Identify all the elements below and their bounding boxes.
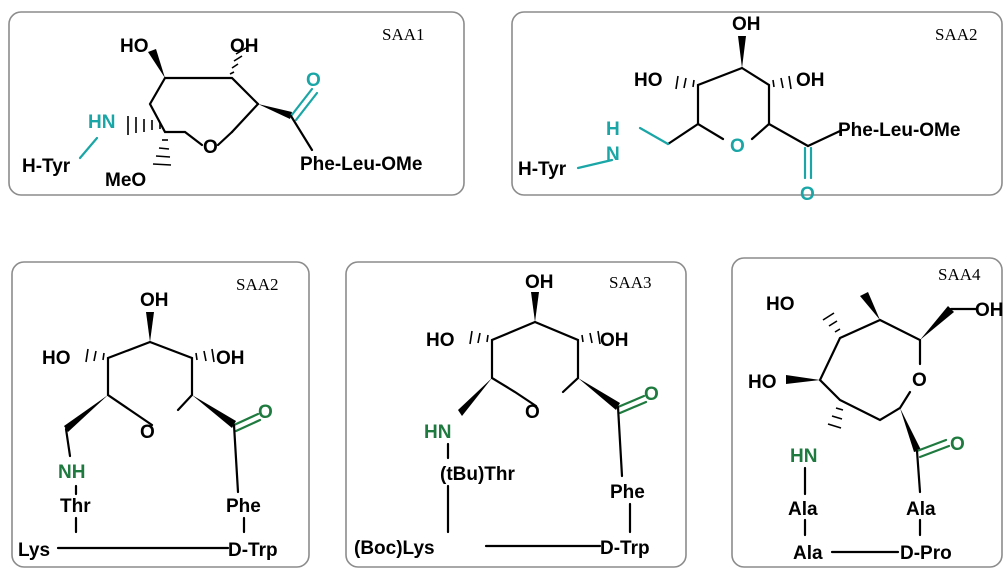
- residue-label: D-Pro: [900, 543, 952, 564]
- peptide-chain-label: Phe-Leu-OMe: [300, 154, 422, 175]
- ring-oxygen-label: O: [525, 402, 540, 423]
- hashed-bond: [675, 75, 695, 90]
- residue-label: Phe: [610, 482, 645, 503]
- hydroxyl-label: OH: [732, 14, 761, 35]
- hydroxyl-label: HO: [748, 372, 777, 393]
- carbonyl-oxygen-label: O: [800, 184, 815, 205]
- pyranose-ring: [696, 66, 771, 141]
- wedge-bond: [920, 306, 954, 340]
- amine-label: HN: [790, 446, 817, 467]
- residue-label: Ala: [788, 499, 818, 520]
- panel-frame: [8, 11, 465, 196]
- ring-oxygen-label: O: [203, 137, 218, 158]
- carbonyl-oxygen-label: O: [306, 70, 321, 91]
- panel-tag: SAA2: [236, 275, 279, 294]
- wedge-bond: [64, 395, 108, 432]
- methoxy-label: MeO: [105, 170, 146, 191]
- hydroxyl-label: HO: [120, 36, 149, 57]
- wedge-bond: [578, 378, 620, 410]
- panel-saa2-top: SAA2 OH HO OH H N H-Tyr O Phe-Leu-OMe O: [511, 11, 1003, 205]
- hashed-bond: [469, 330, 489, 345]
- wedge-bond: [148, 49, 165, 78]
- hydroxyl-label: OH: [600, 330, 629, 351]
- wedge-bond: [258, 104, 292, 119]
- amine-label: NH: [58, 462, 85, 483]
- hashed-bond: [195, 348, 215, 363]
- residue-label: Thr: [60, 496, 91, 517]
- residue-label: H-Tyr: [518, 159, 567, 180]
- panel-tag: SAA2: [935, 25, 978, 44]
- hydroxyl-label: HO: [766, 294, 795, 315]
- panel-saa2-bottom: SAA2 OH HO OH O O NH Thr Phe Lys D-Trp: [11, 261, 310, 568]
- carbonyl-oxygen-label: O: [950, 434, 965, 455]
- wedge-bond: [786, 375, 820, 384]
- panel-saa1: SAA1 HO: [8, 11, 465, 196]
- panel-frame: [511, 11, 1003, 196]
- wedge-bond: [738, 36, 746, 68]
- residue-label: H-Tyr: [22, 156, 71, 177]
- hashed-bond: [822, 312, 841, 333]
- hashed-bond: [85, 348, 105, 363]
- carbonyl-oxygen-label: O: [258, 402, 273, 423]
- hydroxyl-label: OH: [525, 272, 554, 293]
- panel-saa4: SAA4 HO OH HO O HN O Ala Ala Ala D-Pro: [731, 257, 1004, 568]
- residue-label: D-Trp: [228, 540, 278, 561]
- hydrogen-label: H: [606, 119, 620, 140]
- peptide-chain-label: Phe-Leu-OMe: [838, 120, 960, 141]
- ring-oxygen-label: O: [730, 136, 745, 157]
- panel-frame: [345, 261, 687, 568]
- residue-label: Ala: [793, 543, 823, 564]
- ring-oxygen-label: O: [140, 422, 155, 443]
- residue-label: Ala: [906, 499, 936, 520]
- panel-tag: SAA3: [609, 273, 652, 292]
- residue-label: D-Trp: [600, 538, 650, 559]
- wedge-bond: [192, 395, 236, 428]
- hydroxyl-label: OH: [216, 348, 245, 369]
- residue-label: (tBu)Thr: [440, 464, 516, 485]
- hashed-bond: [827, 407, 844, 429]
- amine-label: HN: [424, 422, 451, 443]
- amine-label: N: [606, 144, 620, 165]
- panel-saa3: SAA3 OH HO OH O O HN (tBu)Thr Phe (Boc)L…: [345, 261, 687, 568]
- hydroxyl-label: HO: [634, 70, 663, 91]
- wedge-bond: [146, 312, 154, 342]
- hashed-bond: [127, 116, 161, 135]
- residue-label: Lys: [18, 540, 50, 561]
- ring-oxygen-label: O: [912, 370, 927, 391]
- hydroxyl-label: OH: [140, 290, 169, 311]
- hydroxyl-label: HO: [426, 330, 455, 351]
- hashed-bond: [229, 47, 247, 75]
- wedge-bond: [458, 378, 492, 416]
- pyranose-ring: [818, 318, 922, 422]
- hashed-bond: [152, 139, 172, 166]
- hashed-bond: [581, 330, 601, 345]
- hydroxyl-label: OH: [796, 70, 825, 91]
- amine-label: HN: [88, 112, 115, 133]
- hydroxyl-label: HO: [42, 348, 71, 369]
- hydroxyl-label: OH: [975, 300, 1004, 321]
- residue-label: (Boc)Lys: [354, 538, 435, 559]
- panel-frame: [11, 261, 310, 568]
- hashed-bond: [772, 75, 792, 90]
- pyranose-ring: [148, 76, 260, 147]
- residue-label: Phe: [226, 496, 261, 517]
- panel-tag: SAA1: [382, 25, 425, 44]
- wedge-bond: [900, 408, 921, 452]
- wedge-bond: [860, 292, 880, 320]
- carbonyl-oxygen-label: O: [644, 384, 659, 405]
- wedge-bond: [531, 292, 539, 322]
- hydroxyl-label: OH: [230, 36, 259, 57]
- panel-tag: SAA4: [938, 265, 981, 284]
